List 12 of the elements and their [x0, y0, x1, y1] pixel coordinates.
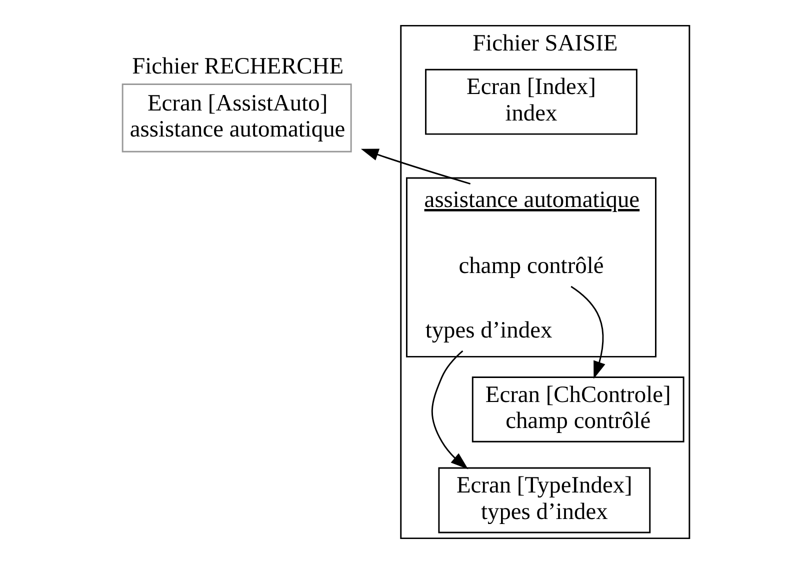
node-label: Fichier RECHERCHE: [132, 54, 344, 80]
node-text: champ contrôlé: [458, 252, 604, 279]
node-text: types d’index: [424, 317, 552, 344]
arrow: [570, 286, 605, 379]
node-box: Ecran [TypeIndex] types d’index: [438, 467, 650, 534]
node-text: assistance automatique: [424, 187, 640, 214]
node-box: Ecran [ChControle] champ contrôlé: [471, 376, 684, 442]
arrow: [430, 350, 468, 470]
node-box: Ecran [AssistAuto] assistance automatique: [121, 84, 352, 152]
arrow: [360, 148, 470, 184]
cluster: [406, 177, 656, 358]
node-box: Ecran [Index] index: [424, 68, 637, 135]
